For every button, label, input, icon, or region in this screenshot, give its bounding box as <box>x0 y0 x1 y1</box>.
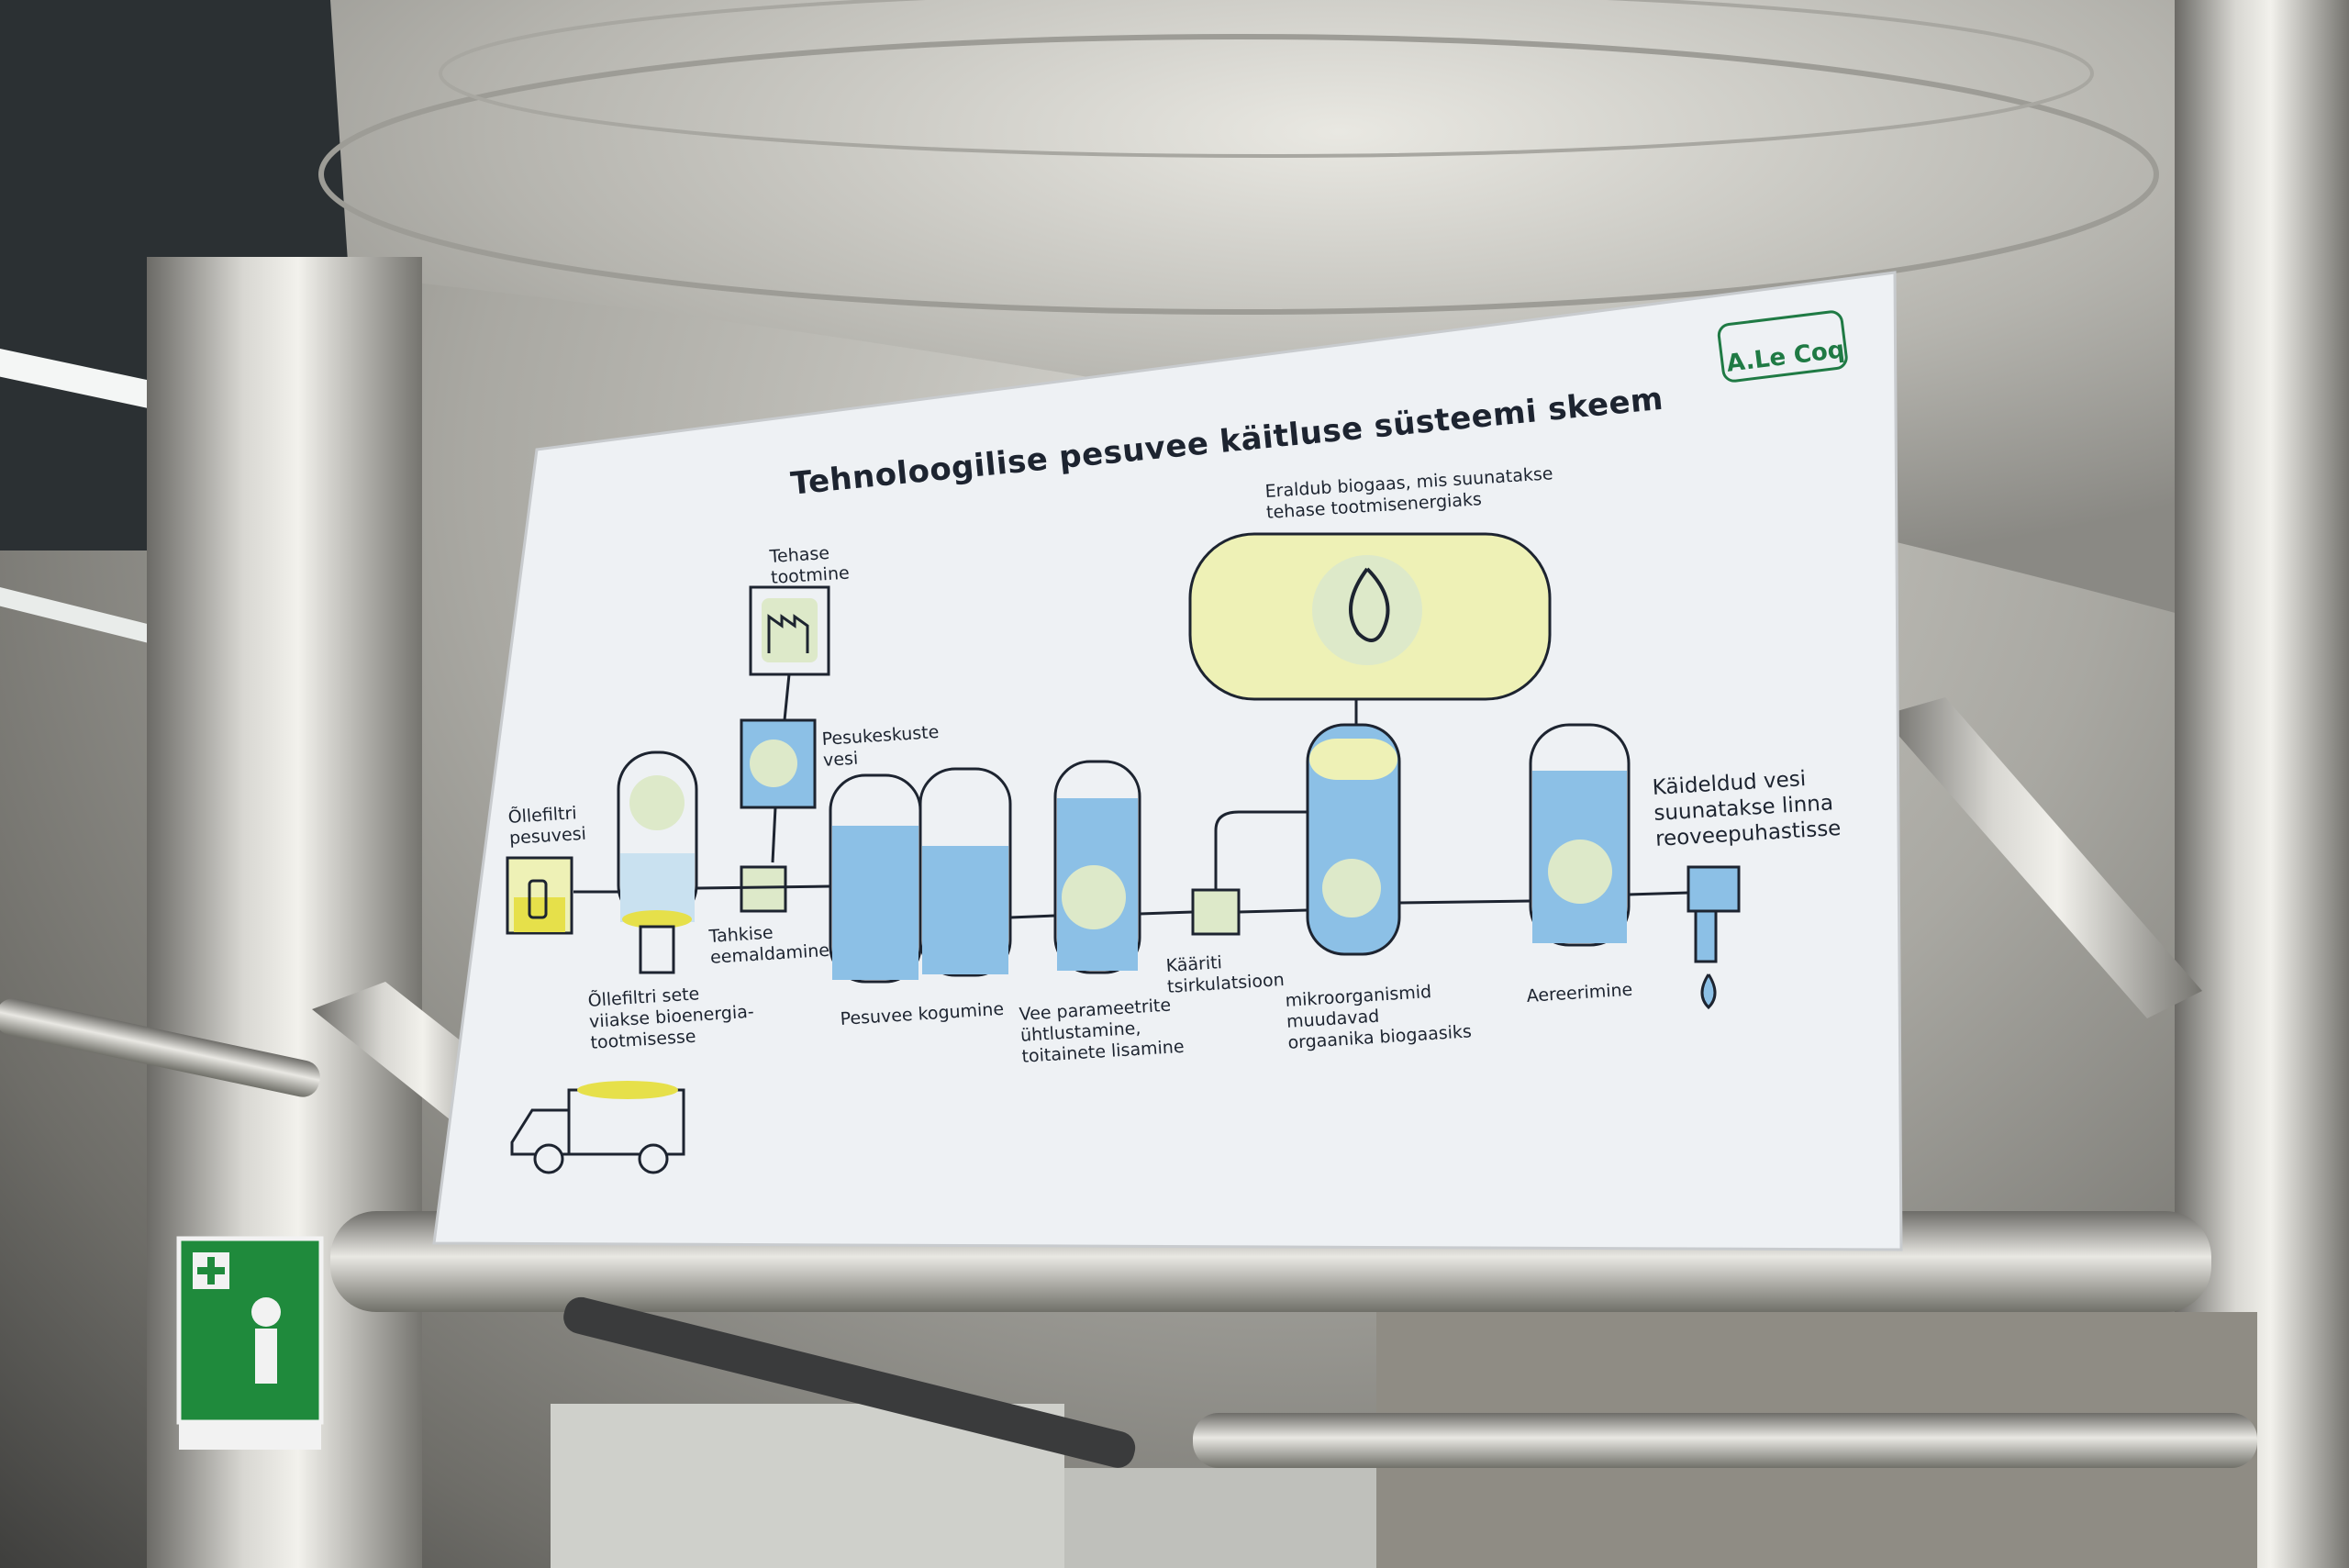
label-solids: Tahkise eemaldamine <box>708 922 830 969</box>
bottle-icon <box>528 879 548 919</box>
diagonal-pipe <box>1881 697 2202 1018</box>
label-microorganisms: mikroorganismid muudavad orgaanika bioga… <box>1285 981 1473 1054</box>
solids-removal-unit <box>740 865 787 913</box>
outlet-box <box>1687 865 1741 913</box>
label-treated-water: Käideldud vesi suunatakse linna reoveepu… <box>1652 767 1842 851</box>
truck-icon <box>510 1081 685 1174</box>
person-icon <box>251 1297 281 1327</box>
steel-column <box>2175 0 2349 1568</box>
tank-seam <box>439 0 2094 158</box>
flame-icon <box>1312 555 1422 665</box>
logo-badge <box>1717 310 1848 383</box>
factory-icon <box>762 598 818 662</box>
ceiling-light <box>0 349 198 418</box>
label-factory: Tehase tootmine <box>769 542 851 589</box>
fan-icon <box>1191 888 1241 936</box>
ceiling-light <box>0 587 179 650</box>
lower-pipe <box>1193 1413 2257 1468</box>
label-filter-wash: Õllefiltri pesuvesi <box>507 803 587 850</box>
bacteria-icon <box>1322 859 1381 917</box>
tank-seam <box>318 34 2159 315</box>
label-wash-stations: Pesukeskuste vesi <box>821 721 940 772</box>
label-filter-sludge: Õllefiltri sete viiakse bioenergia- toot… <box>587 984 755 1054</box>
bottle-icon <box>750 740 797 787</box>
wind-icon <box>1548 840 1612 904</box>
drop-icon <box>1700 973 1717 1010</box>
sign-board <box>432 271 1903 1251</box>
black-pipe <box>563 1296 1136 1468</box>
label-circulation: Kääriti tsirkulatsioon <box>1165 952 1286 998</box>
side-pipe <box>0 998 320 1097</box>
gauge-icon <box>1062 865 1126 929</box>
label-params: Vee parameetrite ühtlustamine, toitainet… <box>1019 995 1186 1068</box>
